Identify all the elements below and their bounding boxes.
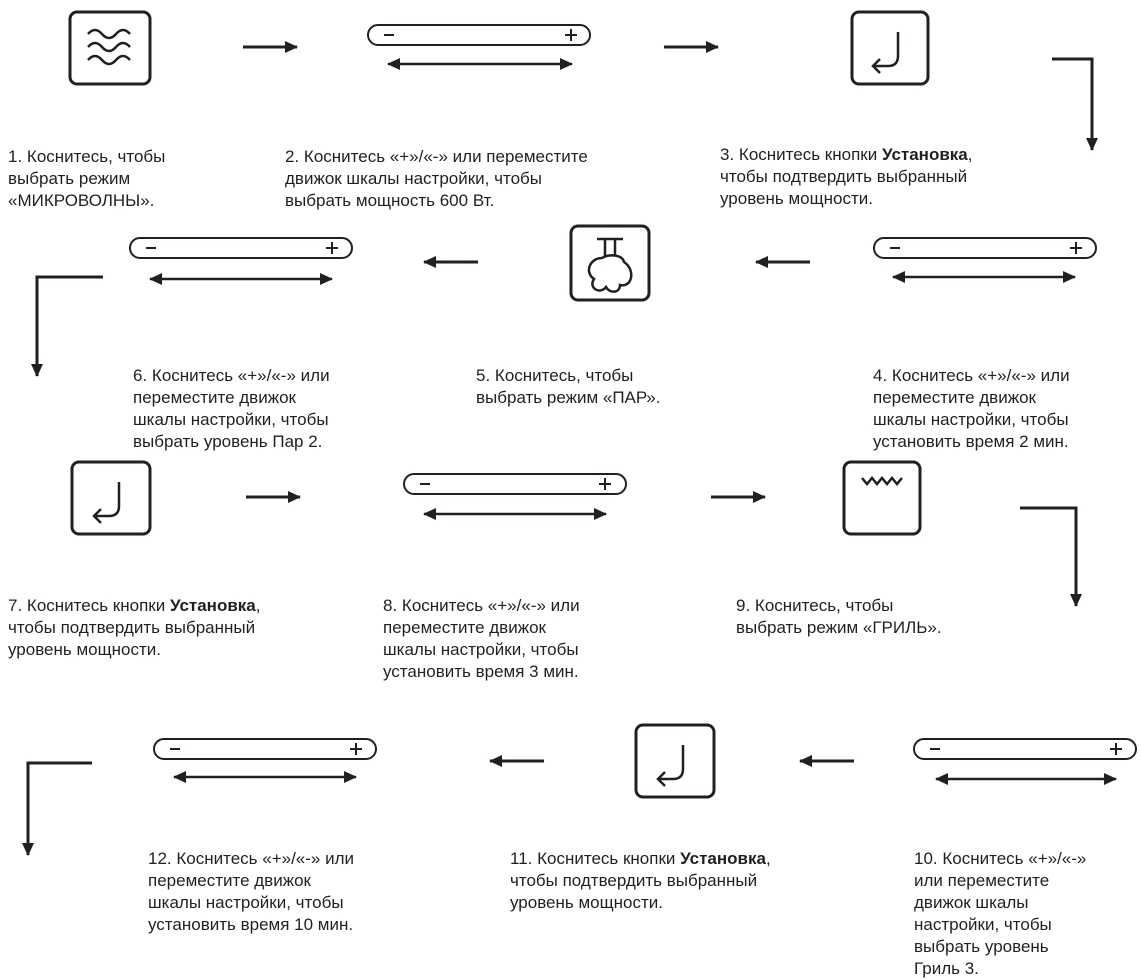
step-caption: 4. Коснитесь «+»/«-» или переместите дви…: [873, 343, 1138, 453]
slider-control-icon[interactable]: [153, 738, 377, 783]
set-enter-icon[interactable]: [70, 460, 152, 536]
step-caption: 10. Коснитесь «+»/«-» или переместите дв…: [914, 826, 1139, 980]
flow-turn-arrow-icon: [1020, 506, 1082, 607]
step-number: 3.: [720, 145, 735, 164]
step-text-bold: Установка: [169, 596, 256, 615]
grill-mode-icon[interactable]: [842, 460, 922, 536]
step-number: 10.: [914, 849, 938, 868]
step-text: Коснитесь «+»/«-» или переместите движок…: [873, 366, 1070, 451]
step-text: , чтобы подтвердить выбранный уровень мо…: [510, 849, 771, 912]
step-text: Коснитесь кнопки: [738, 145, 882, 164]
step-caption: 5. Коснитесь, чтобы выбрать режим «ПАР».: [476, 343, 746, 409]
set-enter-icon[interactable]: [850, 10, 930, 86]
step-caption: 11. Коснитесь кнопки Установка, чтобы по…: [510, 826, 850, 914]
step-number: 12.: [148, 849, 172, 868]
step-text: Коснитесь «+»/«-» или переместите движок…: [383, 596, 580, 681]
flow-turn-arrow-icon: [31, 275, 103, 377]
step-text: Коснитесь, чтобы выбрать режим «ПАР».: [476, 366, 661, 407]
step-number: 9.: [736, 596, 751, 615]
step-text: Коснитесь «+»/«-» или переместите движок…: [285, 147, 588, 210]
step-caption: 3. Коснитесь кнопки Установка, чтобы под…: [720, 122, 1060, 210]
flow-turn-arrow-icon: [1052, 57, 1098, 151]
set-enter-icon[interactable]: [634, 723, 716, 799]
step-number: 8.: [383, 596, 398, 615]
slider-control-icon[interactable]: [873, 237, 1097, 283]
step-caption: 12. Коснитесь «+»/«-» или переместите дв…: [148, 826, 428, 936]
step-text: Коснитесь, чтобы выбрать режим «МИКРОВОЛ…: [8, 147, 166, 210]
step-text: Коснитесь «+»/«-» или переместите движок…: [914, 849, 1087, 978]
step-text: , чтобы подтвердить выбранный уровень мо…: [720, 145, 973, 208]
step-number: 5.: [476, 366, 491, 385]
step-number: 4.: [873, 366, 888, 385]
step-text: , чтобы подтвердить выбранный уровень мо…: [8, 596, 261, 659]
slider-control-icon[interactable]: [913, 738, 1137, 785]
slider-control-icon[interactable]: [403, 473, 627, 520]
step-number: 1.: [8, 147, 23, 166]
step-text: Коснитесь «+»/«-» или переместите движок…: [133, 366, 330, 451]
step-text-bold: Установка: [881, 145, 968, 164]
step-caption: 7. Коснитесь кнопки Установка, чтобы под…: [8, 573, 348, 661]
step-text-bold: Установка: [680, 849, 766, 868]
step-caption: 6. Коснитесь «+»/«-» или переместите дви…: [133, 343, 393, 453]
step-number: 7.: [8, 596, 23, 615]
slider-control-icon[interactable]: [129, 237, 353, 285]
step-caption: 1. Коснитесь, чтобы выбрать режим «МИКРО…: [8, 124, 238, 212]
flow-turn-arrow-icon: [22, 761, 92, 856]
microwave-mode-icon[interactable]: [68, 10, 152, 86]
step-text: Коснитесь, чтобы выбрать режим «ГРИЛЬ».: [736, 596, 942, 637]
slider-control-icon[interactable]: [367, 24, 591, 70]
step-caption: 2. Коснитесь «+»/«-» или переместите дви…: [285, 124, 645, 212]
step-text: Коснитесь «+»/«-» или переместите движок…: [148, 849, 355, 934]
step-text: Коснитесь кнопки: [537, 849, 681, 868]
step-text: Коснитесь кнопки: [26, 596, 170, 615]
steam-mode-icon[interactable]: [569, 224, 651, 302]
step-caption: 8. Коснитесь «+»/«-» или переместите дви…: [383, 573, 658, 683]
step-number: 6.: [133, 366, 148, 385]
step-number: 11.: [510, 849, 533, 868]
step-caption: 9. Коснитесь, чтобы выбрать режим «ГРИЛЬ…: [736, 573, 1026, 639]
step-number: 2.: [285, 147, 300, 166]
